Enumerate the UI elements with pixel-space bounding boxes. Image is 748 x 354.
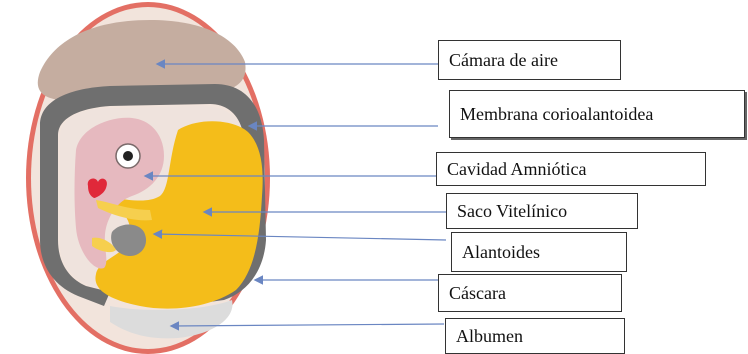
label-membrana-corioalantoidea: Membrana corioalantoidea <box>449 90 745 138</box>
label-camara-de-aire: Cámara de aire <box>438 40 621 80</box>
label-saco-vitelinico: Saco Vitelínico <box>446 193 638 229</box>
label-cascara: Cáscara <box>438 274 622 312</box>
label-albumen: Albumen <box>445 318 625 354</box>
embryo-pupil <box>123 151 133 161</box>
label-alantoides: Alantoides <box>451 232 627 272</box>
label-cavidad-amniotica: Cavidad Amniótica <box>436 152 706 186</box>
